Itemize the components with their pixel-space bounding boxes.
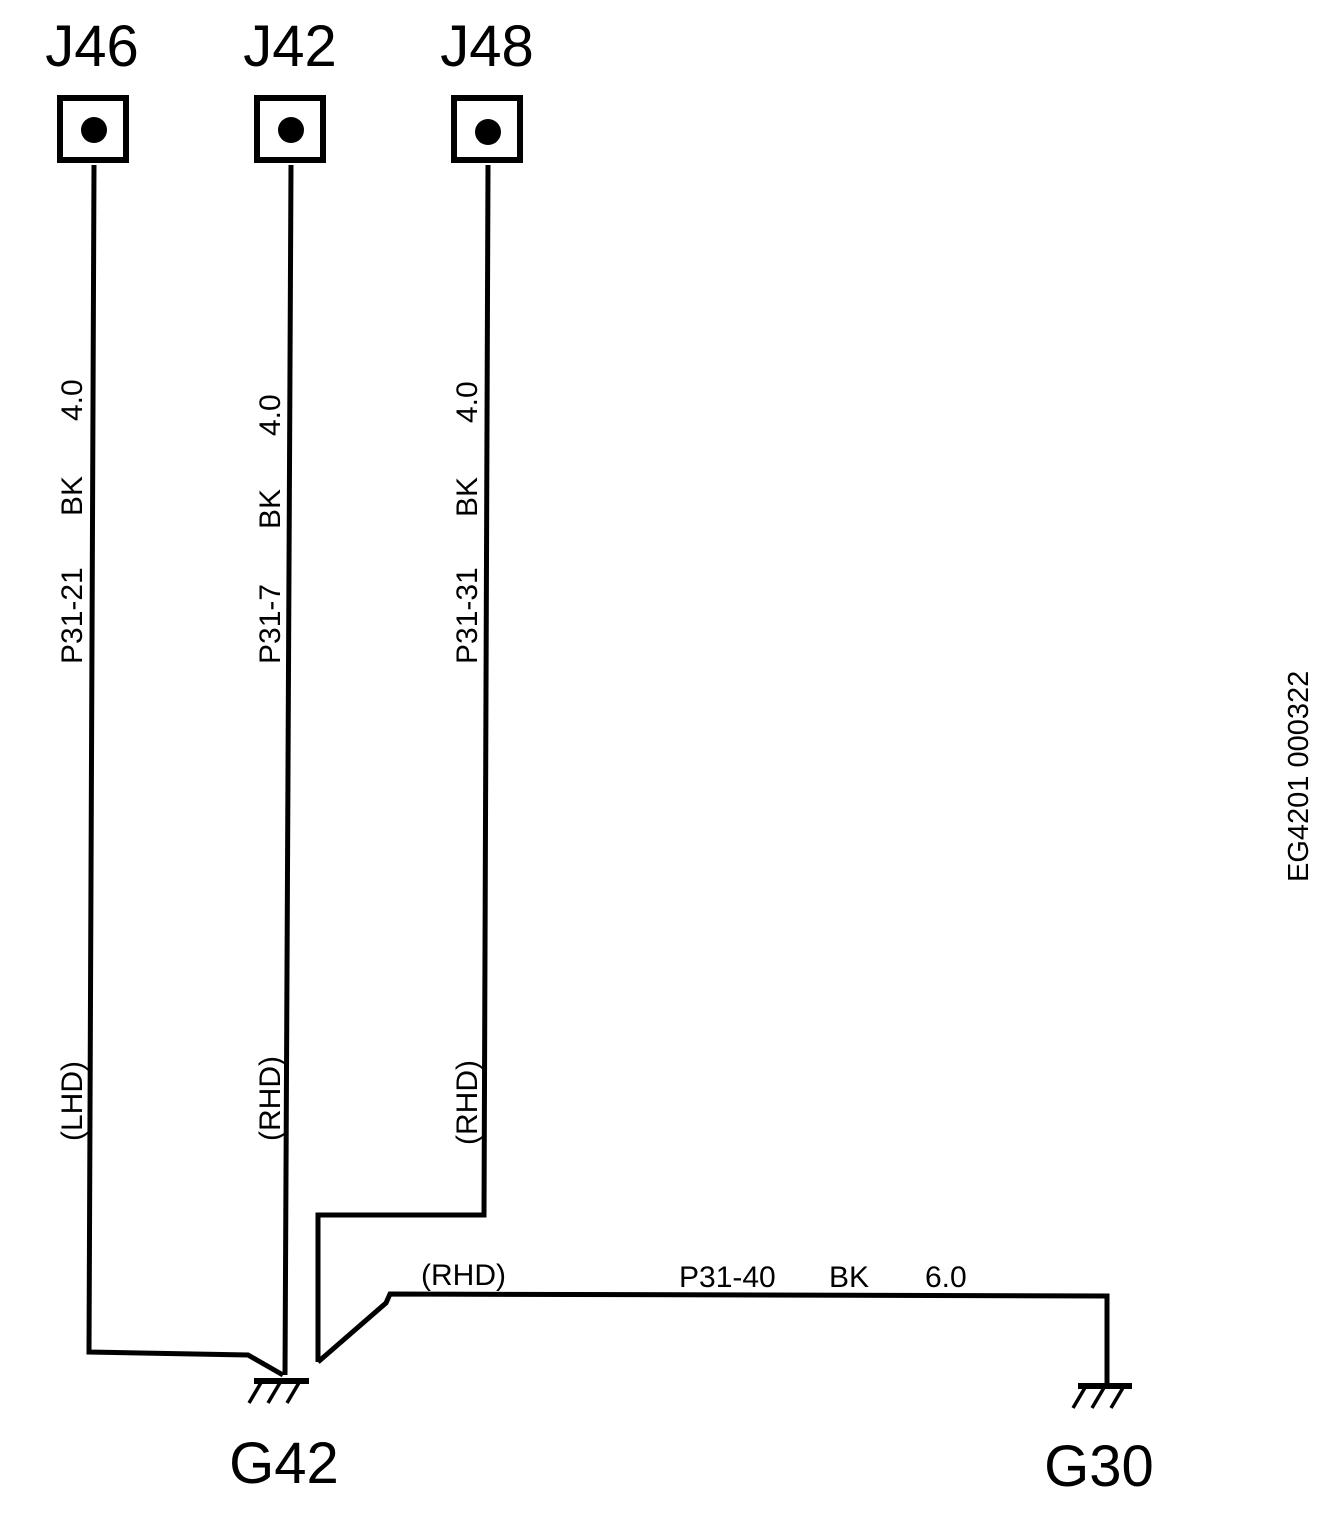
ground-symbol-g30 — [1071, 1383, 1132, 1409]
wire-p31-31 — [315, 164, 491, 1362]
wire-size-label: 4.0 — [451, 381, 484, 423]
ground-label-g42: G42 — [229, 1431, 339, 1496]
connector-label-j48: J48 — [440, 14, 534, 79]
wire-circuit-label: P31-21 — [56, 567, 89, 664]
ground-label-g30: G30 — [1044, 1434, 1154, 1499]
wire-p31-21 — [86, 164, 285, 1378]
wire-p31-40 — [316, 1291, 1110, 1384]
wire-size-label: 4.0 — [56, 379, 89, 421]
wire-color-label: BK — [254, 489, 287, 529]
wire-color-label: BK — [829, 1261, 869, 1294]
wire-size-label: 4.0 — [254, 394, 287, 436]
connector-terminal-j48 — [451, 95, 523, 163]
wire-color-label: BK — [56, 476, 89, 516]
connector-label-j46: J46 — [45, 14, 139, 79]
wire-circuit-label: P31-31 — [451, 567, 484, 664]
wire-color-label: BK — [451, 477, 484, 517]
connector-terminal-j42 — [254, 95, 326, 163]
connector-terminal-j46 — [57, 95, 129, 163]
wire-variant-label: (RHD) — [421, 1259, 506, 1292]
figure-code: EG4201 000322 — [1283, 671, 1315, 882]
wire-size-label: 6.0 — [925, 1261, 967, 1294]
connector-label-j42: J42 — [243, 14, 337, 79]
wire-p31-7 — [282, 164, 294, 1376]
wire-circuit-label: P31-7 — [254, 584, 287, 664]
wire-variant-label: (RHD) — [451, 1060, 484, 1145]
wire-variant-label: (LHD) — [56, 1061, 89, 1141]
wire-circuit-label: P31-40 — [679, 1261, 776, 1294]
ground-symbol-g42 — [247, 1378, 309, 1404]
wire-variant-label: (RHD) — [254, 1056, 287, 1141]
